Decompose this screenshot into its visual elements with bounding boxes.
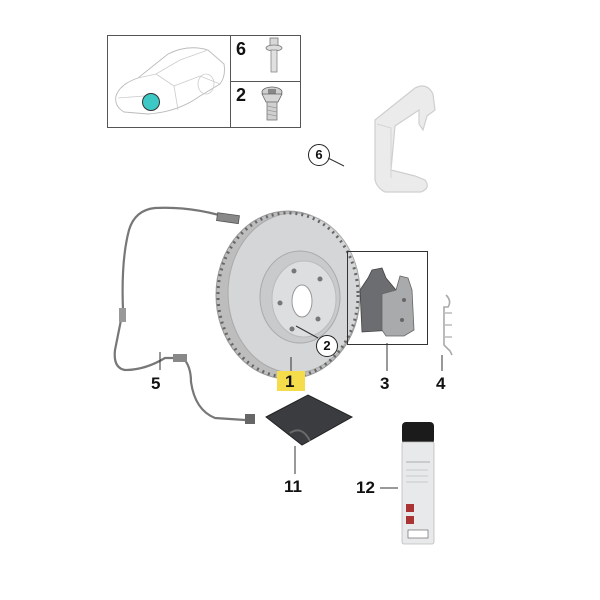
inset-part-number-2: 2: [236, 85, 247, 105]
callout-6-caliper-carrier[interactable]: 6: [308, 144, 330, 166]
callout-5-spring-clip[interactable]: 4: [436, 374, 446, 393]
leader-line-2: [295, 325, 319, 339]
leader-line-3: [386, 343, 388, 371]
vehicle-inset-box: 6 2: [107, 35, 301, 128]
car-outline-icon: [115, 47, 225, 115]
callout-3-brake-pads[interactable]: 3: [380, 374, 390, 393]
leader-line-5: [441, 355, 443, 371]
screw-icon: [261, 86, 283, 121]
leader-line-1: [290, 357, 292, 373]
bolt-icon: [265, 37, 283, 73]
leader-line-6: [327, 157, 345, 167]
wear-sensor-image: [113, 206, 255, 424]
brake-pads-image: [359, 267, 415, 337]
callout-4-wear-sensor[interactable]: 5: [151, 374, 161, 393]
caliper-carrier-image: [374, 85, 436, 193]
callout-12-spray-can[interactable]: 12: [356, 478, 375, 497]
grease-sachet-image: [265, 394, 354, 446]
brake-disc-image: [215, 210, 361, 380]
inset-part-number-6: 6: [236, 39, 247, 59]
callout-1-highlight: [277, 371, 305, 391]
callout-2-disc-screw[interactable]: 2: [316, 335, 338, 357]
leader-line-11: [294, 446, 296, 474]
callout-1-brake-disc[interactable]: 1: [285, 372, 295, 391]
leader-line-12: [380, 487, 398, 489]
leader-line-4: [159, 352, 161, 370]
vehicle-location-marker: [142, 93, 160, 111]
spring-clip-image: [443, 294, 453, 356]
spray-can-image: [401, 422, 435, 545]
inset-divider-horizontal: [230, 81, 300, 83]
callout-11-grease-sachet[interactable]: 11: [284, 477, 302, 496]
